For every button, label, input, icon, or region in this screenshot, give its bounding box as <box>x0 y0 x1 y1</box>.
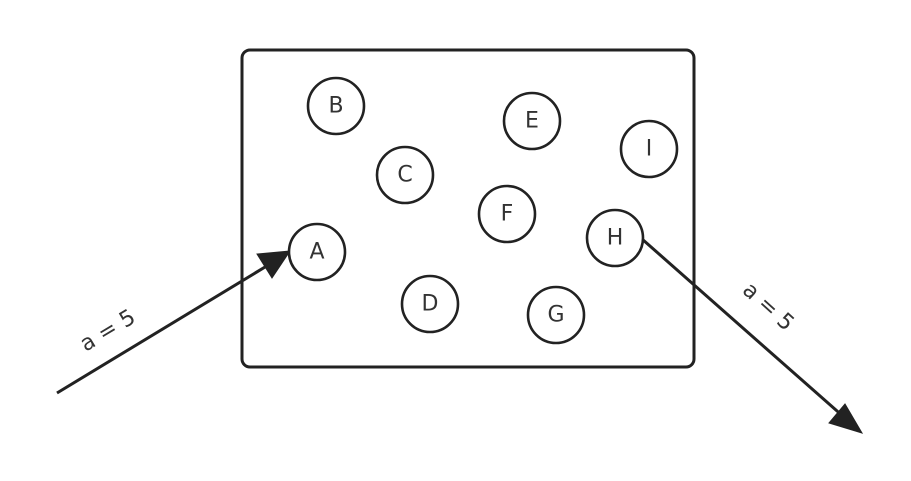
node-B: B <box>306 76 366 136</box>
node-A-circle <box>287 222 347 282</box>
outgoing-arrow-line <box>641 237 846 420</box>
node-G: G <box>526 285 586 345</box>
node-B-circle <box>306 76 366 136</box>
container-box <box>240 48 696 369</box>
node-C-circle <box>375 145 435 205</box>
node-C-label: C <box>397 163 412 188</box>
outgoing-arrowhead <box>828 403 864 434</box>
node-D-label: D <box>422 292 439 317</box>
node-F-circle <box>477 184 537 244</box>
incoming-arrowhead <box>256 250 291 279</box>
node-I-circle <box>619 119 679 179</box>
node-E-circle <box>502 91 562 151</box>
node-F: F <box>477 184 537 244</box>
node-A: A <box>287 222 347 282</box>
node-H-label: H <box>607 226 624 251</box>
node-D-circle <box>400 274 460 334</box>
node-I-label: I <box>646 137 653 162</box>
node-H-circle <box>585 208 645 268</box>
node-D: D <box>400 274 460 334</box>
node-A-label: A <box>309 240 324 265</box>
node-F-label: F <box>501 202 514 227</box>
node-E-label: E <box>525 109 539 134</box>
outgoing-edge-label: a = 5 <box>737 278 798 337</box>
node-I: I <box>619 119 679 179</box>
node-E: E <box>502 91 562 151</box>
node-B-label: B <box>328 94 343 119</box>
incoming-arrow-line <box>56 262 271 395</box>
outgoing-arrow <box>641 237 864 434</box>
incoming-arrow <box>56 250 291 395</box>
node-C: C <box>375 145 435 205</box>
node-G-circle <box>526 285 586 345</box>
node-H: H <box>585 208 645 268</box>
node-G-label: G <box>547 303 564 328</box>
